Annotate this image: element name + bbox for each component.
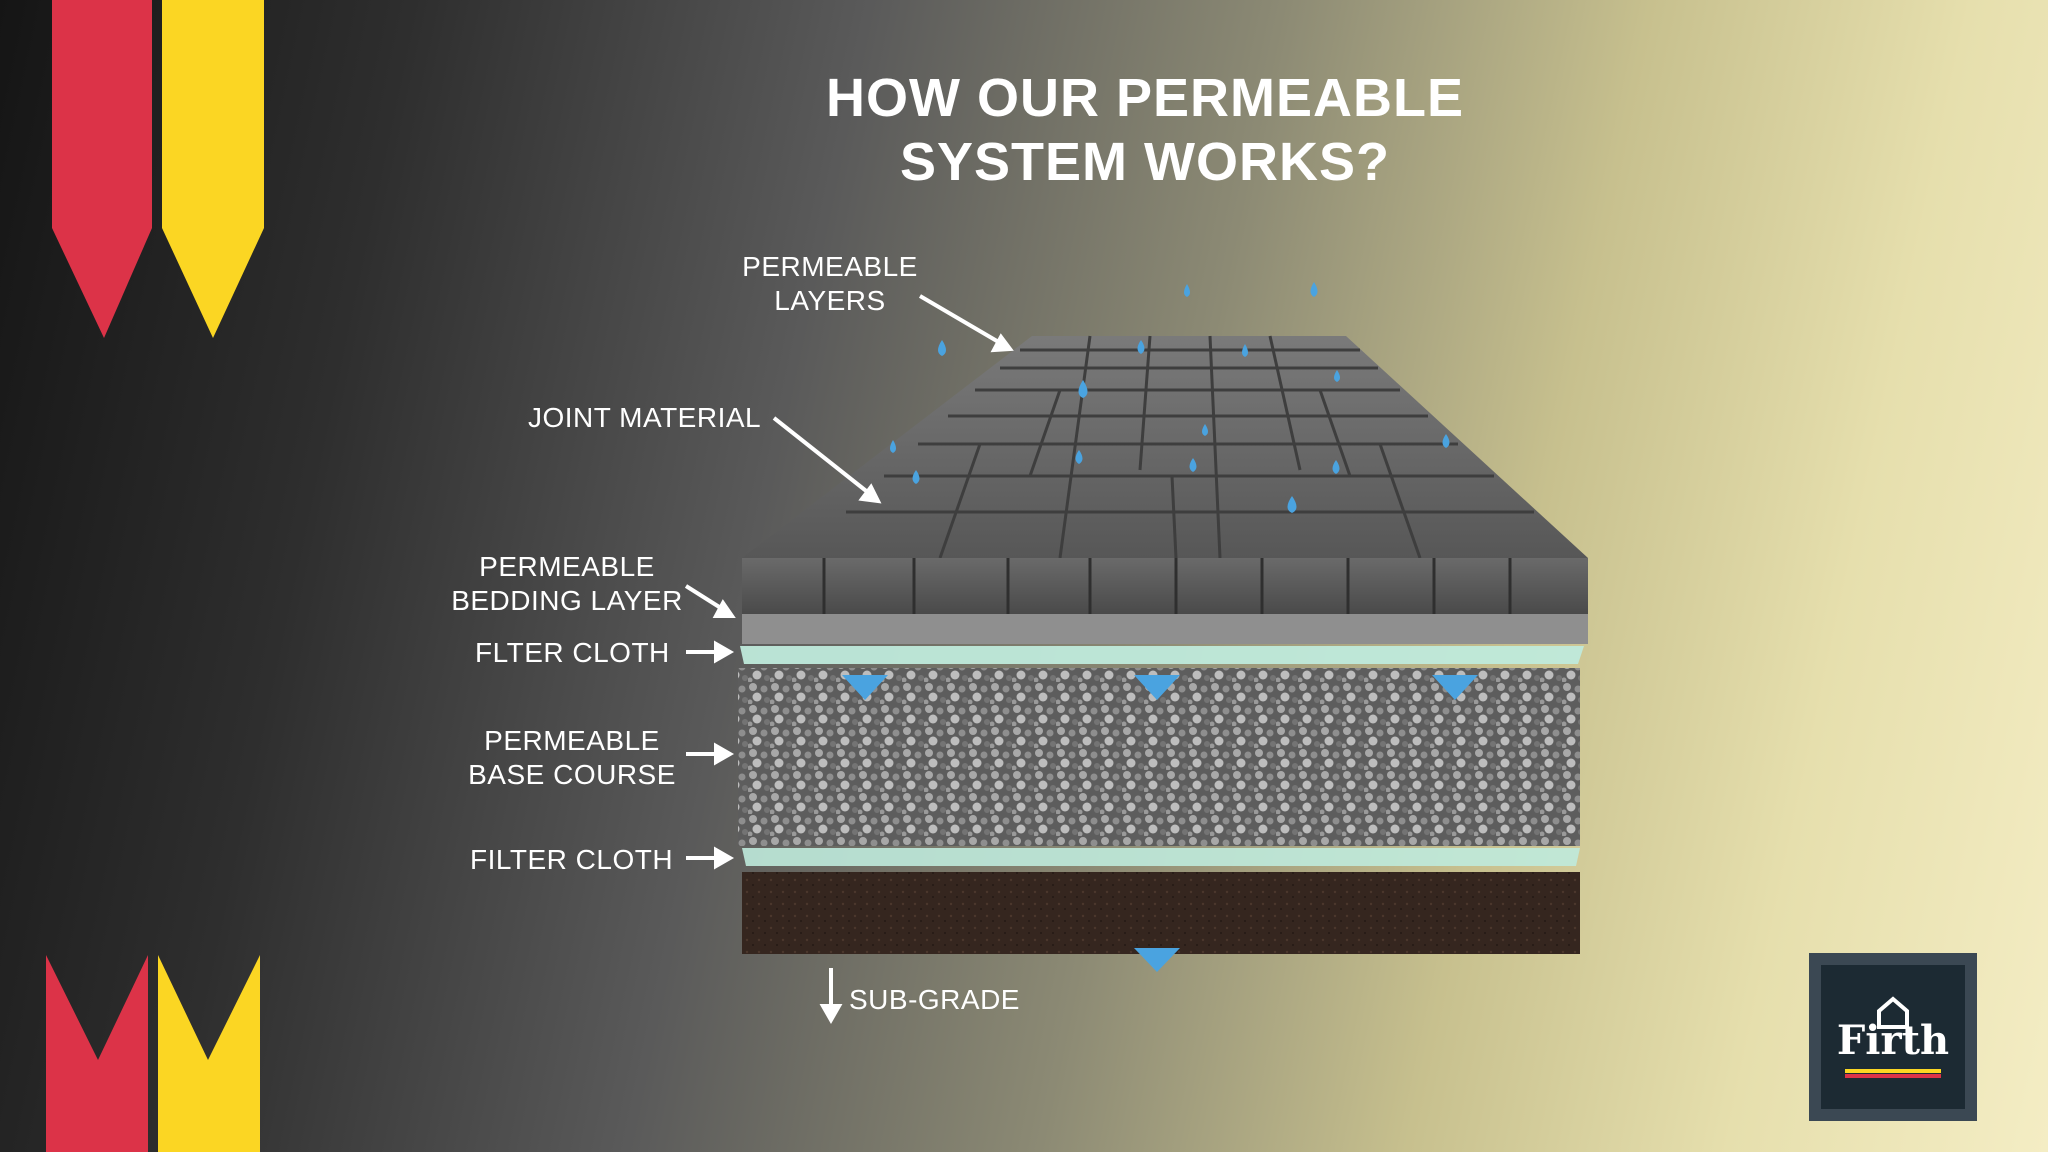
water-drop xyxy=(1202,424,1208,436)
water-drop xyxy=(938,340,946,356)
corner-pennant-red-top xyxy=(52,0,152,338)
flow-triangle xyxy=(1134,948,1180,972)
paver-joint-lines xyxy=(846,335,1534,559)
logo-text: Firth xyxy=(1836,1017,1950,1064)
label-flter-cloth: FLTER CLOTH xyxy=(475,637,670,668)
arrow-permeable-layers xyxy=(918,294,1014,353)
sub-grade-soil-layer xyxy=(742,872,1580,954)
label-bedding-layer-line-1: PERMEABLE xyxy=(479,551,655,582)
bedding-layer xyxy=(742,614,1588,644)
water-drop xyxy=(1310,282,1318,297)
firth-logo: Firth xyxy=(1809,953,1977,1121)
water-drop xyxy=(1137,340,1145,354)
filter-cloth-lower xyxy=(742,848,1580,866)
water-drops xyxy=(890,282,1450,513)
water-drop xyxy=(890,440,896,453)
flow-triangle xyxy=(1432,675,1478,700)
water-drop xyxy=(1442,434,1450,448)
corner-pennant-yellow-top xyxy=(162,0,264,338)
water-drop xyxy=(1184,284,1190,297)
arrow-joint-material xyxy=(772,416,882,504)
paver-front-joints xyxy=(822,558,1512,614)
label-base-course-line-1: PERMEABLE xyxy=(484,725,660,756)
arrow-filter-cloth xyxy=(686,846,735,870)
flow-triangle xyxy=(842,675,888,700)
arrow-flter-cloth xyxy=(686,640,735,664)
logo-bar-yellow xyxy=(1845,1069,1941,1073)
label-sub-grade: SUB-GRADE xyxy=(849,984,1020,1015)
page-title: HOW OUR PERMEABLE SYSTEM WORKS? xyxy=(700,66,1590,194)
label-permeable-layers-line-2: LAYERS xyxy=(774,285,886,316)
water-drop xyxy=(1075,450,1083,464)
arrow-bedding-layer xyxy=(684,584,736,618)
water-drop xyxy=(1078,380,1088,398)
label-permeable-layers-line-1: PERMEABLE xyxy=(742,251,918,282)
label-filter-cloth: FILTER CLOTH xyxy=(470,844,674,875)
label-base-course: PERMEABLE BASE COURSE xyxy=(452,724,692,792)
label-permeable-layers: PERMEABLE LAYERS xyxy=(730,250,930,318)
water-drop xyxy=(1334,370,1340,382)
water-drop xyxy=(1332,460,1340,474)
label-base-course-line-2: BASE COURSE xyxy=(468,759,676,790)
logo-bar-red xyxy=(1845,1074,1941,1078)
filter-cloth-upper xyxy=(740,646,1584,664)
corner-shape-yellow-bottom xyxy=(158,955,260,1152)
title-line-2: SYSTEM WORKS? xyxy=(899,132,1390,192)
label-bedding-layer: PERMEABLE BEDDING LAYER xyxy=(442,550,692,618)
water-drop xyxy=(912,470,920,484)
arrow-sub-grade xyxy=(819,968,843,1025)
corner-shape-red-bottom xyxy=(46,955,148,1152)
label-bedding-layer-line-2: BEDDING LAYER xyxy=(451,585,683,616)
water-drop xyxy=(1242,344,1248,357)
paver-front-face xyxy=(742,558,1588,614)
flow-triangle xyxy=(1134,675,1180,700)
house-icon xyxy=(1877,996,1909,1029)
label-joint-material: JOINT MATERIAL xyxy=(528,402,762,433)
title-line-1: HOW OUR PERMEABLE xyxy=(826,68,1464,128)
flow-triangles xyxy=(842,675,1478,972)
water-drop xyxy=(1189,458,1197,472)
arrow-base-course xyxy=(686,742,735,766)
water-drop xyxy=(1287,496,1297,513)
